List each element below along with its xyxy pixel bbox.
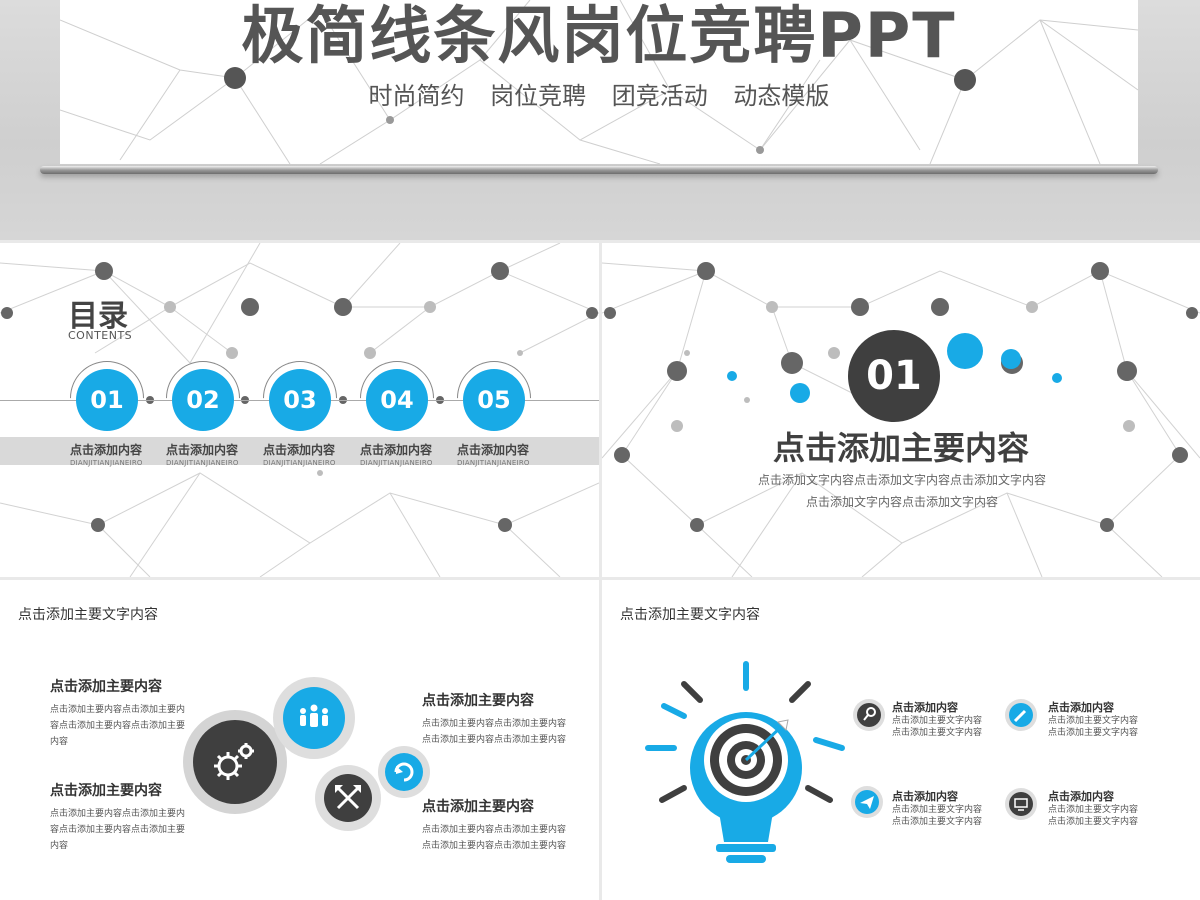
- projector-rail: [40, 166, 1158, 174]
- section-number: 01: [848, 330, 940, 422]
- network-background: [60, 0, 1138, 164]
- text-block-title: 点击添加主要内容: [422, 693, 534, 709]
- toc-item-label: 点击添加内容: [457, 443, 530, 457]
- toc-item-number: 04: [366, 369, 428, 431]
- network-node: [954, 69, 976, 91]
- toc-item-en: DIANJITIANJIANEIRO: [70, 459, 143, 467]
- hero-card: 极简线条风岗位竞聘PPT 时尚简约 岗位竞聘 团竞活动 动态模版: [60, 0, 1138, 164]
- feature-item-title: 点击添加内容: [892, 701, 958, 714]
- toc-item-en: DIANJITIANJIANEIRO: [263, 459, 336, 467]
- toc-item-number: 02: [172, 369, 234, 431]
- toc-item-number: 03: [269, 369, 331, 431]
- feature-item-line: 点击添加主要文字内容: [1048, 817, 1139, 827]
- toc-item-label: 点击添加内容: [166, 443, 239, 457]
- text-block[interactable]: 点击添加主要内容 点击添加主要内容点击添加主要内容点击添加主要内容点击添加主要内…: [422, 690, 570, 748]
- feature-item-line: 点击添加主要文字内容: [1048, 716, 1139, 726]
- hero-slide: 极简线条风岗位竞聘PPT 时尚简约 岗位竞聘 团竞活动 动态模版: [0, 0, 1200, 240]
- text-block[interactable]: 点击添加主要内容 点击添加主要内容点击添加主要内容点击添加主要内容点击添加主要内…: [50, 676, 185, 750]
- lightbulb-illustration: [645, 661, 1037, 863]
- section-title: 点击添加主要内容: [772, 429, 1029, 467]
- feature-item-line: 点击添加主要文字内容: [1048, 805, 1139, 815]
- section-desc-line: 点击添加文字内容点击添加文字内容点击添加文字内容: [757, 473, 1046, 487]
- toc-subtitle: CONTENTS: [68, 329, 133, 342]
- feature-item-line: 点击添加主要文字内容: [892, 716, 983, 726]
- feature-item-line: 点击添加主要文字内容: [892, 728, 983, 738]
- text-block[interactable]: 点击添加主要内容 点击添加主要内容点击添加主要内容点击添加主要内容点击添加主要内…: [50, 780, 185, 854]
- feature-item-title: 点击添加内容: [1048, 790, 1114, 803]
- network-background: [0, 243, 599, 577]
- refresh-icon: [378, 746, 430, 798]
- family-icon: [273, 677, 355, 759]
- feature-item[interactable]: 点击添加内容 点击添加主要文字内容 点击添加主要文字内容: [892, 788, 982, 828]
- feature-item-line: 点击添加主要文字内容: [1048, 728, 1139, 738]
- hero-subtitle: 时尚简约 岗位竞聘 团竞活动 动态模版: [368, 82, 830, 110]
- text-block[interactable]: 点击添加主要内容 点击添加主要内容点击添加主要内容点击添加主要内容点击添加主要内…: [422, 796, 570, 854]
- search-icon: [853, 699, 885, 731]
- toc-item-number: 05: [463, 369, 525, 431]
- gear-slide: 点击添加主要文字内容 点击添加主要内容 点击添加主要内容点击添加主要内容点击添加…: [0, 580, 599, 900]
- feature-item-line: 点击添加主要文字内容: [892, 805, 983, 815]
- feature-item-title: 点击添加内容: [892, 790, 958, 803]
- paper-plane-icon: [851, 786, 883, 818]
- light-rays: [645, 661, 845, 751]
- text-block-desc: 点击添加主要内容点击添加主要内容点击添加主要内容点击添加主要内容: [422, 825, 567, 851]
- toc-band: [0, 437, 599, 465]
- feature-item[interactable]: 点击添加内容 点击添加主要文字内容 点击添加主要文字内容: [892, 699, 982, 739]
- monitor-icon: [1005, 788, 1037, 820]
- toc-item-en: DIANJITIANJIANEIRO: [360, 459, 433, 467]
- text-block-desc: 点击添加主要内容点击添加主要内容点击添加主要内容点击添加主要内容: [50, 809, 186, 851]
- toc-item-en: DIANJITIANJIANEIRO: [166, 459, 239, 467]
- text-block-title: 点击添加主要内容: [50, 679, 162, 695]
- target-icon: [710, 719, 789, 796]
- cross-arrows-icon: [315, 765, 381, 831]
- pencil-icon: [1005, 699, 1037, 731]
- section-slide: 01 点击添加主要内容 点击添加文字内容点击添加文字内容点击添加文字内容 点击添…: [602, 243, 1200, 577]
- feature-item-line: 点击添加主要文字内容: [892, 817, 983, 827]
- feature-item[interactable]: 点击添加内容 点击添加主要文字内容 点击添加主要文字内容: [1048, 699, 1138, 739]
- network-background: [602, 262, 1200, 577]
- network-node: [224, 67, 246, 89]
- section-description: 点击添加文字内容点击添加文字内容点击添加文字内容 点击添加文字内容点击添加文字内…: [742, 469, 1062, 513]
- slide-heading: 点击添加主要文字内容: [620, 607, 760, 623]
- slide-heading: 点击添加主要文字内容: [18, 607, 158, 623]
- toc-item-en: DIANJITIANJIANEIRO: [457, 459, 530, 467]
- gear-icon: [183, 710, 287, 814]
- toc-title: 目录: [68, 299, 128, 334]
- hero-title: 极简线条风岗位竞聘PPT: [241, 0, 957, 72]
- section-desc-line: 点击添加文字内容点击添加文字内容: [805, 495, 998, 509]
- feature-item-title: 点击添加内容: [1048, 701, 1114, 714]
- toc-item-label: 点击添加内容: [263, 443, 336, 457]
- circle-cluster: [183, 677, 430, 831]
- text-block-title: 点击添加主要内容: [422, 799, 534, 815]
- text-block-title: 点击添加主要内容: [50, 783, 162, 799]
- toc-item-label: 点击添加内容: [360, 443, 433, 457]
- text-block-desc: 点击添加主要内容点击添加主要内容点击添加主要内容点击添加主要内容: [50, 705, 186, 747]
- toc-slide: 目录 CONTENTS 01 点击添加内容 DIANJITIANJIANEIRO…: [0, 243, 599, 577]
- bulb-slide: 点击添加主要文字内容: [602, 580, 1200, 900]
- text-block-desc: 点击添加主要内容点击添加主要内容点击添加主要内容点击添加主要内容: [422, 719, 567, 745]
- toc-item-number: 01: [76, 369, 138, 431]
- toc-item-label: 点击添加内容: [70, 443, 143, 457]
- feature-item[interactable]: 点击添加内容 点击添加主要文字内容 点击添加主要文字内容: [1048, 788, 1138, 828]
